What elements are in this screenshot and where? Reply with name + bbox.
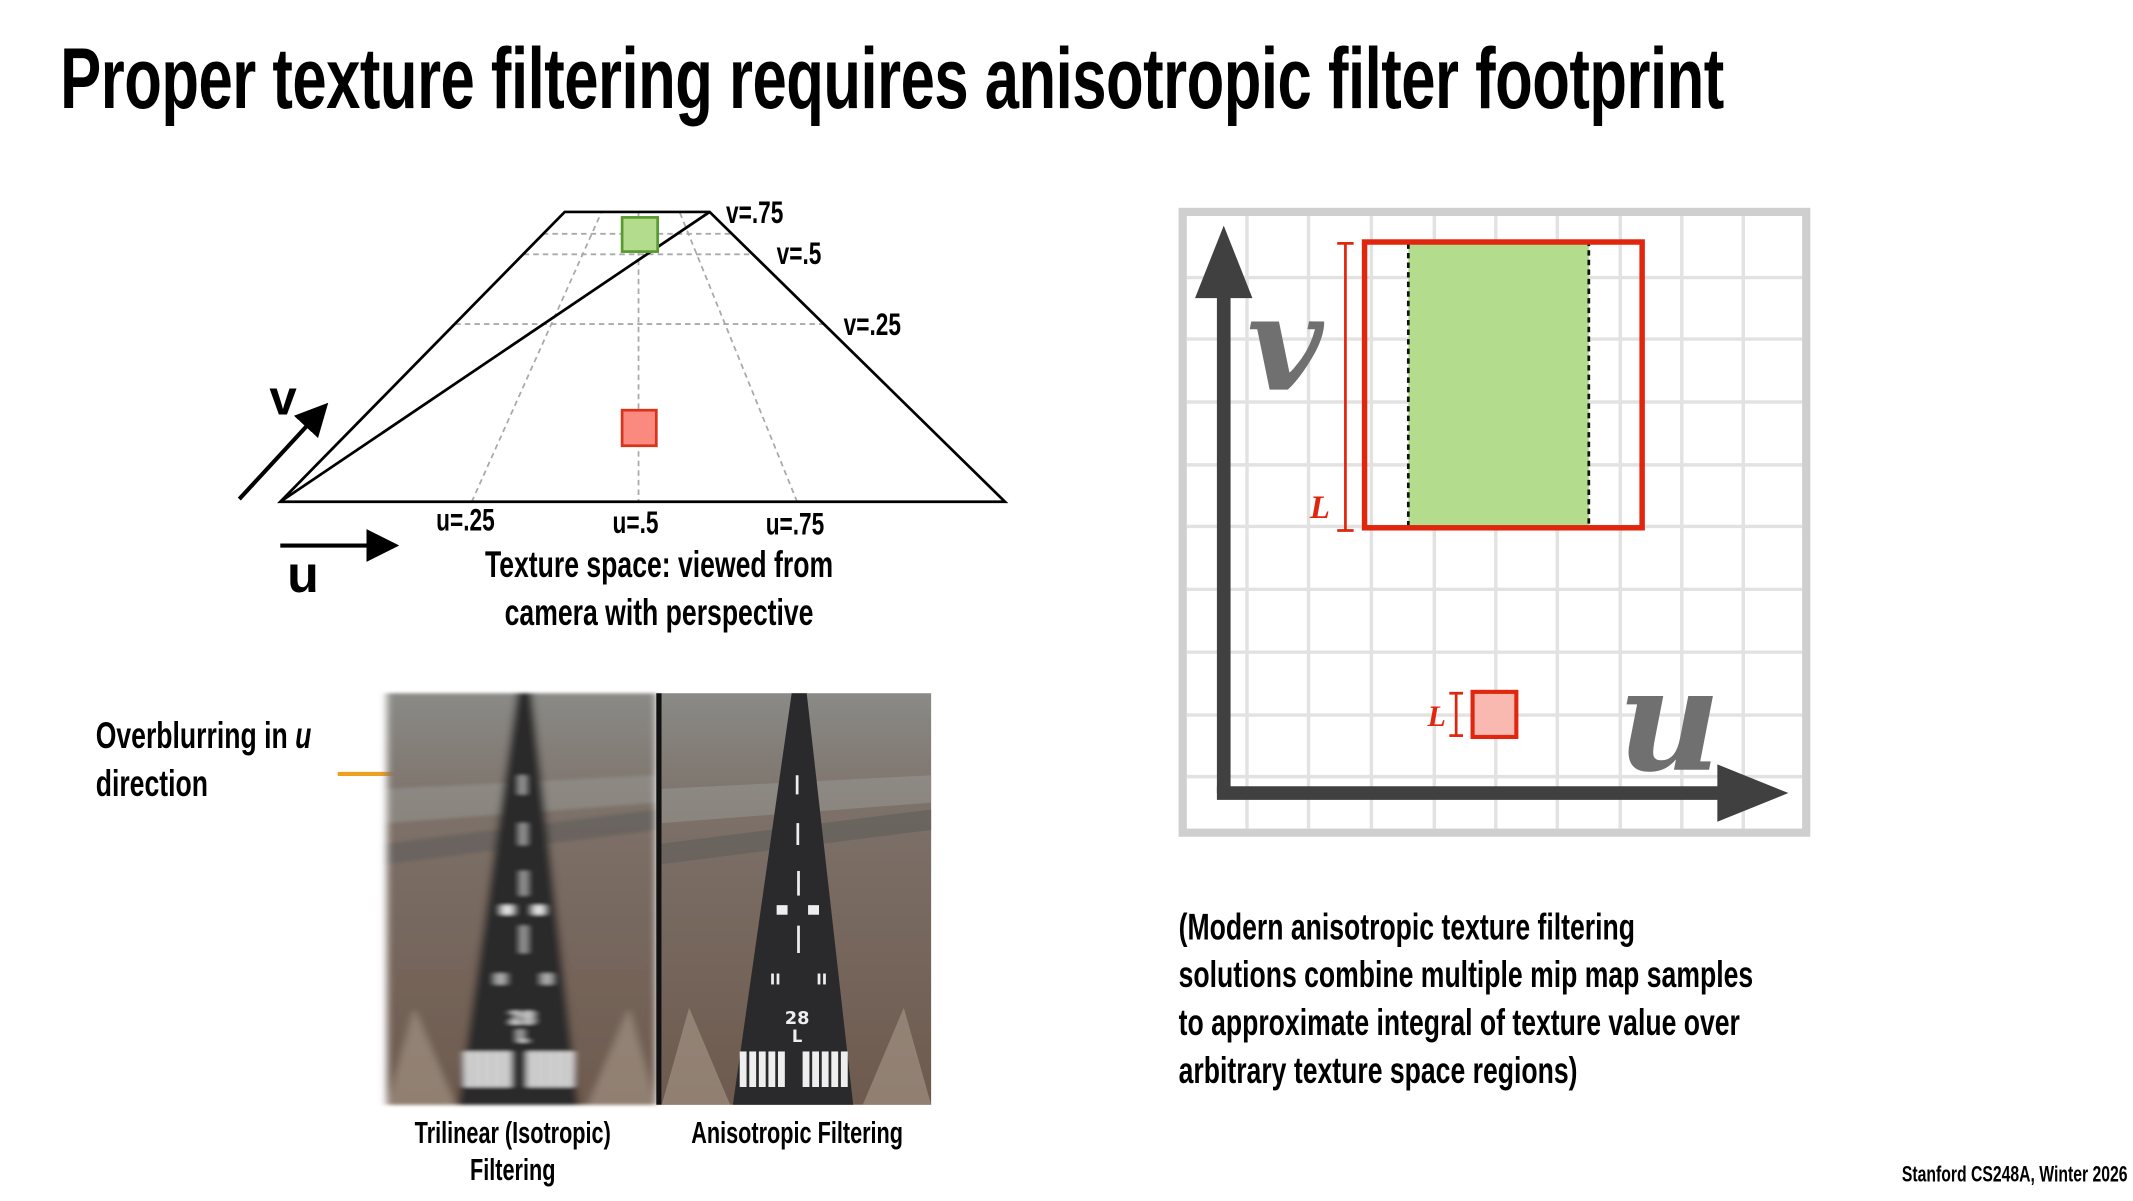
large-extent-bracket — [1337, 242, 1354, 532]
triangle-edge — [279, 210, 711, 503]
note-line: to approximate integral of texture value… — [1178, 1002, 1740, 1044]
grid-line-u75 — [678, 211, 798, 503]
u-label-75: u=.75 — [765, 505, 825, 542]
trilinear-caption-line2: Filtering — [470, 1152, 556, 1187]
note-line: solutions combine multiple mip map sampl… — [1178, 954, 1754, 996]
v-label-25: v=.25 — [843, 306, 901, 342]
overblur-annotation-line1: Overblurring in u — [95, 715, 312, 757]
v-label-75: v=.75 — [726, 194, 784, 230]
grid-line-u25 — [470, 211, 603, 503]
u-axis-label-large: u — [1618, 636, 1721, 804]
u-axis-arrowhead — [1717, 764, 1789, 822]
overblur-annotation-line2: direction — [95, 762, 208, 804]
trapezoid — [277, 210, 1009, 504]
footer-credit: Stanford CS248A, Winter 2026 — [1901, 1163, 2128, 1187]
anisotropic-caption: Anisotropic Filtering — [691, 1115, 904, 1150]
small-filter-box — [1470, 689, 1519, 740]
green-footprint-area — [1408, 243, 1589, 528]
red-filter-box — [1361, 239, 1645, 531]
u-label-5: u=.5 — [612, 504, 659, 541]
note-line: arbitrary texture space regions) — [1178, 1050, 1578, 1092]
red-footprint — [620, 408, 658, 448]
v-axis-label: v — [269, 369, 297, 426]
texture-caption-line2: camera with perspective — [504, 592, 814, 634]
u-axis-label: u — [287, 546, 319, 605]
v-label-5: v=.5 — [776, 235, 822, 271]
slide-title: Proper texture filtering requires anisot… — [60, 31, 1724, 128]
v-axis-arrowhead — [1195, 225, 1253, 299]
v-axis-label-large: v — [1247, 267, 1325, 421]
large-extent-label: L — [1309, 490, 1330, 526]
v-arrow — [237, 402, 329, 501]
green-footprint — [620, 216, 660, 253]
small-extent-label: L — [1426, 699, 1445, 733]
trilinear-caption-line1: Trilinear (Isotropic) — [414, 1115, 611, 1150]
image-divider — [656, 693, 662, 1105]
texture-caption-line1: Texture space: viewed from — [484, 544, 834, 586]
u-label-25: u=.25 — [436, 501, 495, 538]
small-extent-bracket — [1449, 691, 1464, 737]
note-line: (Modern anisotropic texture filtering — [1178, 906, 1635, 948]
